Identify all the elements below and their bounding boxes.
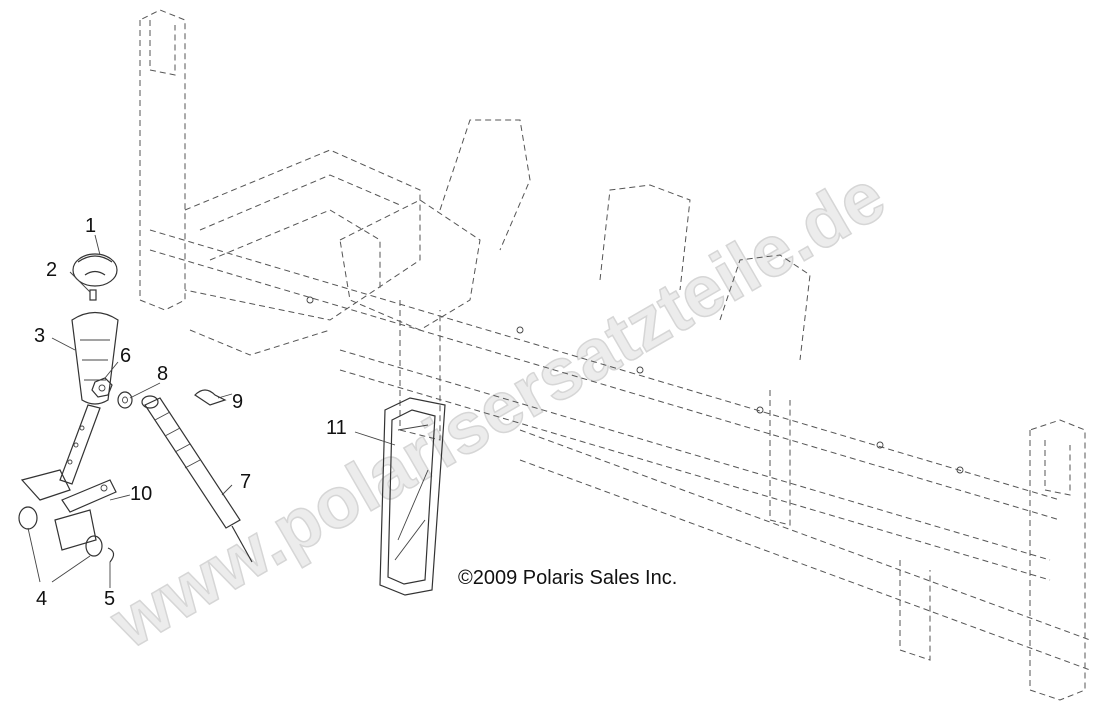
washer — [117, 391, 133, 409]
shifter-seal — [379, 397, 446, 596]
cotter-clip — [194, 389, 227, 406]
callout-6: 6 — [120, 345, 131, 367]
frame-assembly — [139, 9, 1091, 701]
link-plate — [61, 479, 117, 513]
callout-10: 10 — [130, 483, 152, 505]
callout-1: 1 — [85, 215, 96, 237]
retaining-clip — [107, 547, 115, 563]
shift-lever — [20, 404, 101, 501]
copyright-text: ©2009 Polaris Sales Inc. — [458, 567, 677, 589]
callouts: 1 2 3 6 8 9 7 10 4 5 11 — [34, 215, 347, 610]
shift-boot — [71, 311, 119, 405]
callout-8: 8 — [157, 363, 168, 385]
shift-knob — [72, 253, 118, 287]
bushing-set — [18, 506, 103, 557]
callout-2: 2 — [46, 259, 57, 281]
callout-4: 4 — [36, 588, 47, 610]
callout-3: 3 — [34, 325, 45, 347]
callout-7: 7 — [240, 471, 251, 493]
leader-lines — [27, 234, 396, 588]
knob-pin — [89, 289, 97, 301]
callout-9: 9 — [232, 391, 243, 413]
callout-11: 11 — [326, 417, 347, 439]
shift-rod — [141, 395, 253, 563]
callout-5: 5 — [104, 588, 115, 610]
